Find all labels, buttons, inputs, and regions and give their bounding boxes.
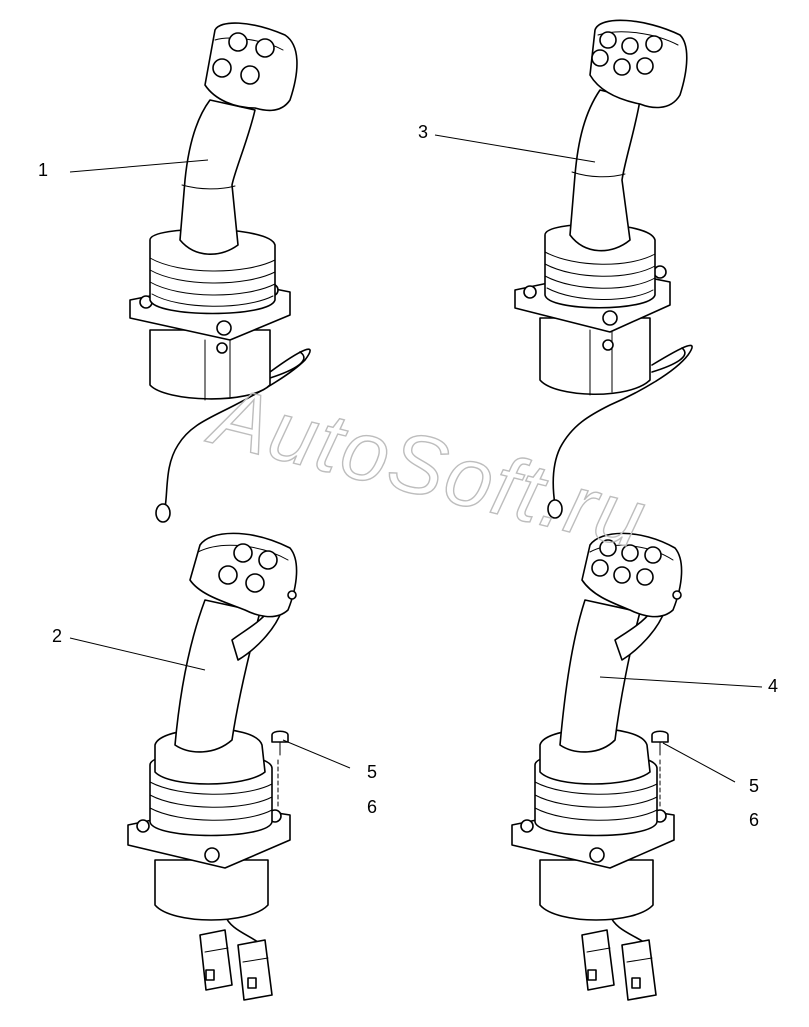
callout-6-left: 6 — [367, 797, 377, 817]
callout-6-right: 6 — [749, 810, 759, 830]
callout-4: 4 — [768, 676, 778, 696]
screw-right — [651, 730, 669, 809]
leader-lines — [69, 134, 763, 783]
callout-1: 1 — [38, 160, 48, 180]
watermark-text: AutoSoft.ru — [199, 367, 656, 566]
callout-2: 2 — [52, 626, 62, 646]
callout-3: 3 — [418, 122, 428, 142]
joystick-3-six-button-ring-cable — [514, 19, 693, 519]
callout-5-right: 5 — [749, 776, 759, 796]
joystick-4-six-button-connector — [511, 532, 683, 1001]
callout-5-left: 5 — [367, 762, 377, 782]
joystick-1-four-button-ring-cable — [129, 22, 311, 523]
joystick-2-four-button-connector — [127, 532, 298, 1001]
screw-left — [271, 730, 289, 809]
